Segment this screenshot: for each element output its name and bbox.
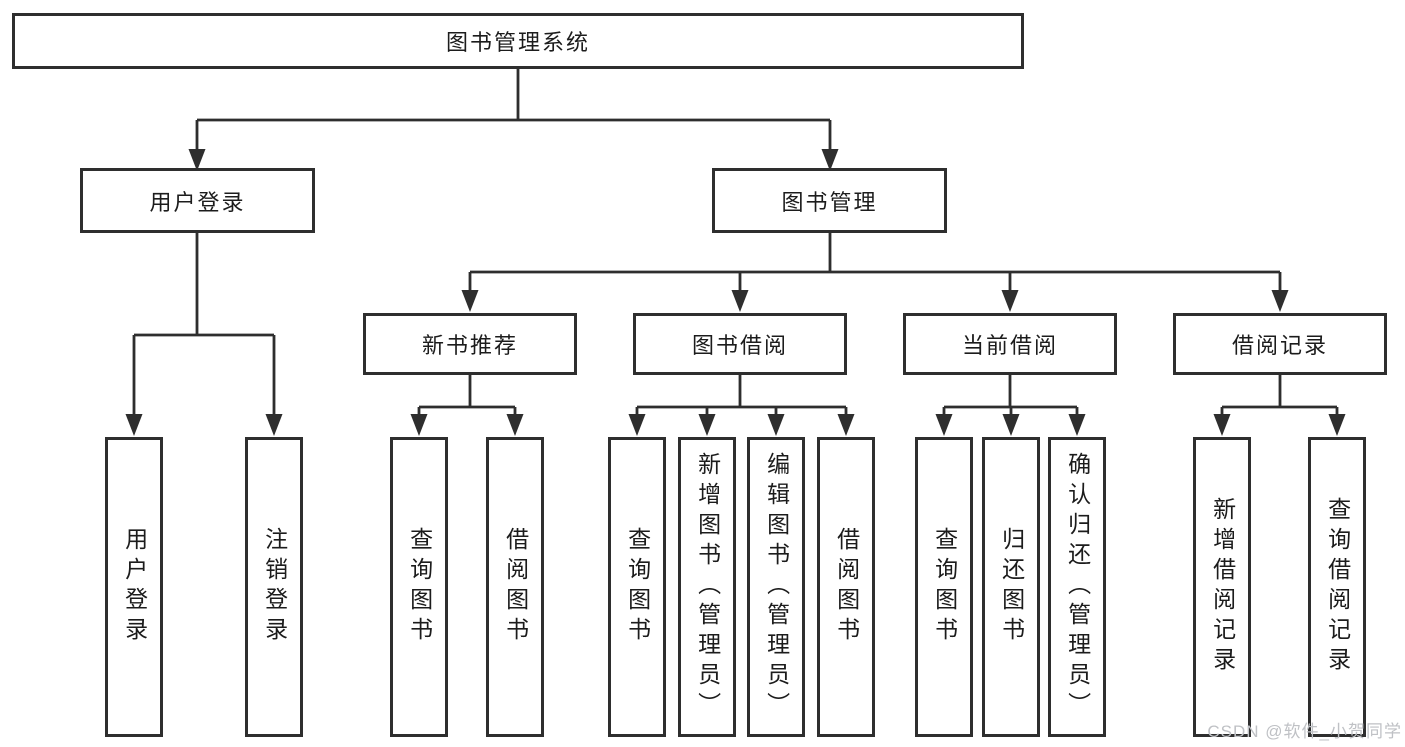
node-book-borrow-label: 图书借阅 bbox=[691, 333, 788, 358]
node-book-borrow: 图书借阅 bbox=[633, 313, 847, 375]
leaf-add-book-admin: 新增图书（管理员） bbox=[678, 437, 736, 737]
leaf-borrow-books-label: 借阅图书 bbox=[833, 527, 860, 647]
leaf-edit-book-admin: 编辑图书（管理员） bbox=[747, 437, 805, 737]
node-user-login-label: 用户登录 bbox=[149, 189, 246, 215]
leaf-logout-login-label: 注销登录 bbox=[261, 527, 288, 647]
leaf-user-login-label: 用户登录 bbox=[121, 527, 148, 647]
leaf-return-books-label: 归还图书 bbox=[998, 527, 1025, 647]
node-current-borrow: 当前借阅 bbox=[903, 313, 1117, 375]
leaf-query-books-borrow: 查询图书 bbox=[608, 437, 666, 737]
leaf-query-borrow-record: 查询借阅记录 bbox=[1308, 437, 1366, 737]
node-new-book-recommend: 新书推荐 bbox=[363, 313, 577, 375]
leaf-add-borrow-record: 新增借阅记录 bbox=[1193, 437, 1251, 737]
leaf-user-login: 用户登录 bbox=[105, 437, 163, 737]
leaf-confirm-return-admin: 确认归还（管理员） bbox=[1048, 437, 1106, 737]
arrowheads bbox=[125, 149, 1346, 436]
node-library-management-system: 图书管理系统 bbox=[12, 13, 1024, 69]
leaf-borrow-books: 借阅图书 bbox=[817, 437, 875, 737]
leaf-logout-login: 注销登录 bbox=[245, 437, 303, 737]
leaf-query-borrow-record-label: 查询借阅记录 bbox=[1324, 497, 1351, 677]
leaf-borrow-books-recommend-label: 借阅图书 bbox=[502, 527, 529, 647]
leaf-confirm-return-admin-label: 确认归还（管理员） bbox=[1064, 452, 1091, 722]
leaf-edit-book-admin-label: 编辑图书（管理员） bbox=[763, 452, 790, 722]
node-user-login: 用户登录 bbox=[80, 168, 315, 233]
node-borrow-records: 借阅记录 bbox=[1173, 313, 1387, 375]
node-book-management-label: 图书管理 bbox=[781, 189, 878, 215]
leaf-query-books-recommend: 查询图书 bbox=[390, 437, 448, 737]
csdn-watermark: CSDN @软件_小贺同学 bbox=[1207, 722, 1402, 741]
leaf-query-books-recommend-label: 查询图书 bbox=[406, 527, 433, 647]
node-library-management-system-label: 图书管理系统 bbox=[445, 30, 590, 55]
leaf-return-books: 归还图书 bbox=[982, 437, 1040, 737]
leaf-query-books-borrow-label: 查询图书 bbox=[624, 527, 651, 647]
leaf-query-books-current: 查询图书 bbox=[915, 437, 973, 737]
leaf-query-books-current-label: 查询图书 bbox=[931, 527, 958, 647]
leaf-borrow-books-recommend: 借阅图书 bbox=[486, 437, 544, 737]
node-new-book-recommend-label: 新书推荐 bbox=[421, 333, 518, 358]
node-current-borrow-label: 当前借阅 bbox=[961, 333, 1058, 358]
node-book-management: 图书管理 bbox=[712, 168, 947, 233]
node-borrow-records-label: 借阅记录 bbox=[1231, 333, 1328, 358]
leaf-add-borrow-record-label: 新增借阅记录 bbox=[1209, 497, 1236, 677]
leaf-add-book-admin-label: 新增图书（管理员） bbox=[694, 452, 721, 722]
